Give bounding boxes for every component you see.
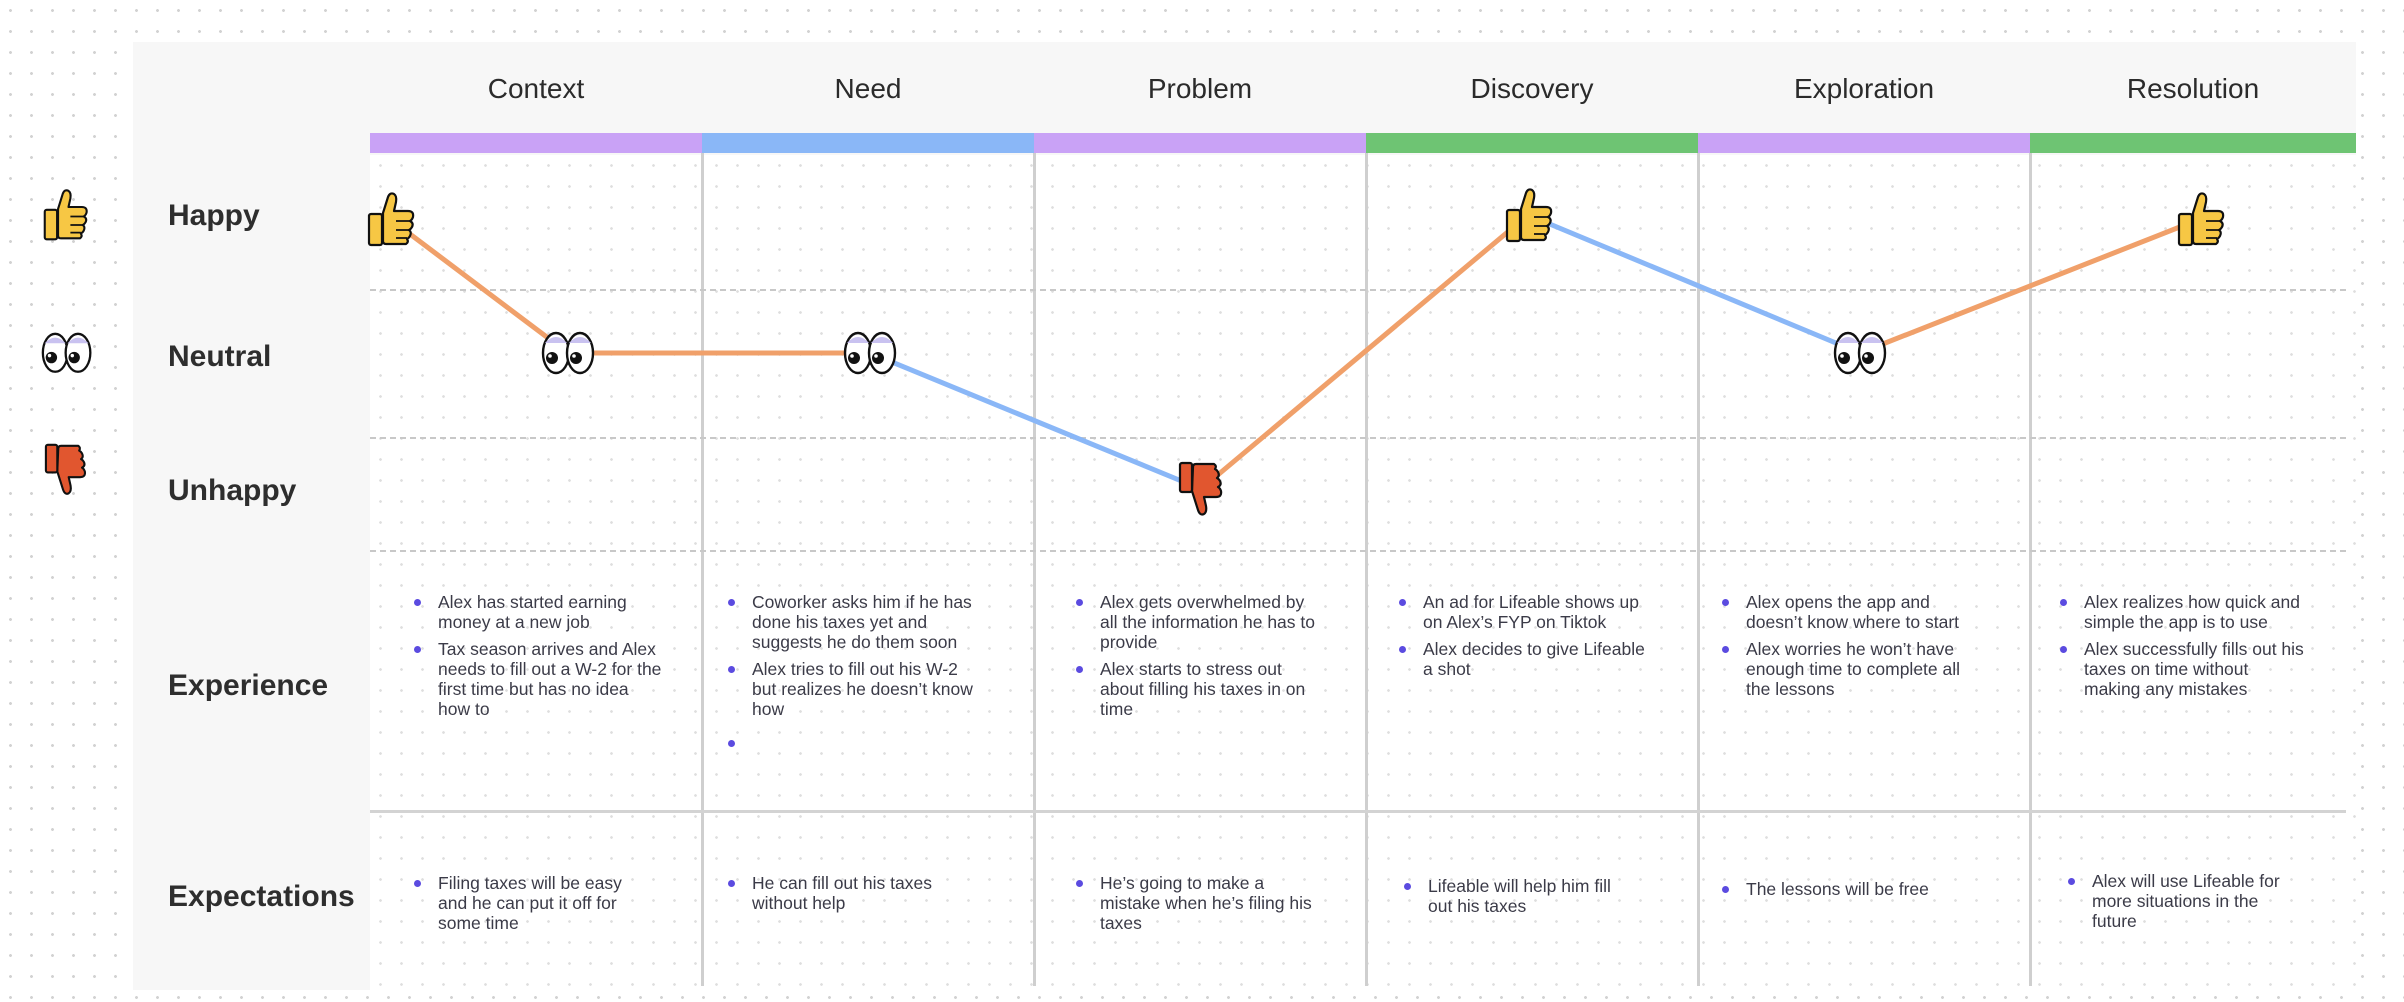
list-item: Alex successfully fills out his taxes on… bbox=[2056, 639, 2308, 699]
stage-color-bar-discovery bbox=[1366, 133, 1698, 153]
thumbs-up-icon bbox=[40, 188, 89, 246]
expectations-cell-exploration: The lessons will be free bbox=[1718, 879, 1958, 906]
experience-cell-exploration: Alex opens the app and doesn’t know wher… bbox=[1718, 592, 1970, 706]
column-divider bbox=[1033, 153, 1036, 986]
eyes-icon bbox=[540, 329, 596, 382]
curve-segment bbox=[387, 216, 571, 356]
stage-header-problem: Problem bbox=[1147, 73, 1253, 104]
list-item: He can fill out his taxes without help bbox=[724, 873, 964, 913]
thumbs-down-icon bbox=[44, 442, 88, 502]
expectations-cell-resolution: Alex will use Lifeable for more situatio… bbox=[2064, 871, 2304, 938]
list-item: An ad for Lifeable shows up on Alex’s FY… bbox=[1395, 592, 1647, 632]
eyes-icon bbox=[842, 329, 898, 382]
list-item: Alex has started earning money at a new … bbox=[410, 592, 662, 632]
experience-cell-context: Alex has started earning money at a new … bbox=[410, 592, 662, 726]
list-item: Alex opens the app and doesn’t know wher… bbox=[1718, 592, 1970, 632]
expectations-cell-discovery: Lifeable will help him fill out his taxe… bbox=[1400, 876, 1640, 923]
thumbs-up-icon bbox=[1502, 187, 1554, 248]
row-label-unhappy: Unhappy bbox=[168, 474, 297, 507]
row-divider bbox=[370, 289, 2346, 291]
stage-color-bar-context bbox=[370, 133, 702, 153]
stage-header-resolution: Resolution bbox=[2126, 73, 2260, 104]
list-item: Alex will use Lifeable for more situatio… bbox=[2064, 871, 2304, 931]
expectations-cell-need: He can fill out his taxes without help bbox=[724, 873, 964, 920]
experience-cell-problem: Alex gets overwhelmed by all the informa… bbox=[1072, 592, 1324, 726]
list-item: Alex tries to fill out his W-2 but reali… bbox=[724, 659, 976, 719]
row-divider bbox=[370, 550, 2346, 552]
list-item: Tax season arrives and Alex needs to fil… bbox=[410, 639, 662, 719]
column-divider bbox=[701, 153, 704, 986]
row-divider bbox=[370, 810, 2346, 813]
stage-header-exploration: Exploration bbox=[1793, 73, 1935, 104]
row-label-experience: Experience bbox=[168, 669, 329, 702]
row-divider bbox=[370, 437, 2346, 439]
row-label-expectations: Expectations bbox=[168, 880, 355, 913]
stage-color-bar-exploration bbox=[1698, 133, 2030, 153]
list-item: Alex realizes how quick and simple the a… bbox=[2056, 592, 2308, 632]
stage-header-need: Need bbox=[834, 73, 902, 104]
column-divider bbox=[1697, 153, 1700, 986]
stage-color-bar-need bbox=[702, 133, 1034, 153]
thumbs-down-icon bbox=[1178, 460, 1224, 523]
list-item: Filing taxes will be easy and he can put… bbox=[410, 873, 650, 933]
list-item: Alex worries he won’t have enough time t… bbox=[1718, 639, 1970, 699]
thumbs-up-icon bbox=[364, 191, 416, 252]
list-item: Coworker asks him if he has done his tax… bbox=[724, 592, 976, 652]
stage-header-context: Context bbox=[487, 73, 585, 104]
list-item bbox=[724, 733, 976, 753]
list-item: Alex gets overwhelmed by all the informa… bbox=[1072, 592, 1324, 652]
row-label-happy: Happy bbox=[168, 199, 260, 232]
eyes-icon bbox=[1832, 329, 1888, 382]
experience-cell-discovery: An ad for Lifeable shows up on Alex’s FY… bbox=[1395, 592, 1647, 686]
eyes-icon bbox=[40, 330, 93, 381]
stage-header-discovery: Discovery bbox=[1470, 73, 1594, 104]
list-item: Lifeable will help him fill out his taxe… bbox=[1400, 876, 1640, 916]
column-divider bbox=[1365, 153, 1368, 986]
list-item: He’s going to make a mistake when he’s f… bbox=[1072, 873, 1312, 933]
curve-segment bbox=[1857, 216, 2203, 356]
curve-segment bbox=[867, 350, 1204, 492]
thumbs-up-icon bbox=[2174, 191, 2226, 252]
expectations-cell-context: Filing taxes will be easy and he can put… bbox=[410, 873, 650, 940]
stage-color-bar-resolution bbox=[2030, 133, 2356, 153]
curve-segment bbox=[1198, 212, 1531, 492]
row-label-neutral: Neutral bbox=[168, 340, 272, 373]
experience-cell-need: Coworker asks him if he has done his tax… bbox=[724, 592, 976, 760]
list-item: The lessons will be free bbox=[1718, 879, 1958, 899]
expectations-cell-problem: He’s going to make a mistake when he’s f… bbox=[1072, 873, 1312, 940]
curve-segment bbox=[1525, 212, 1863, 356]
list-item: Alex starts to stress out about filling … bbox=[1072, 659, 1324, 719]
column-divider bbox=[2029, 153, 2032, 986]
stage-color-bar-problem bbox=[1034, 133, 1366, 153]
list-item: Alex decides to give Lifeable a shot bbox=[1395, 639, 1647, 679]
experience-cell-resolution: Alex realizes how quick and simple the a… bbox=[2056, 592, 2308, 706]
